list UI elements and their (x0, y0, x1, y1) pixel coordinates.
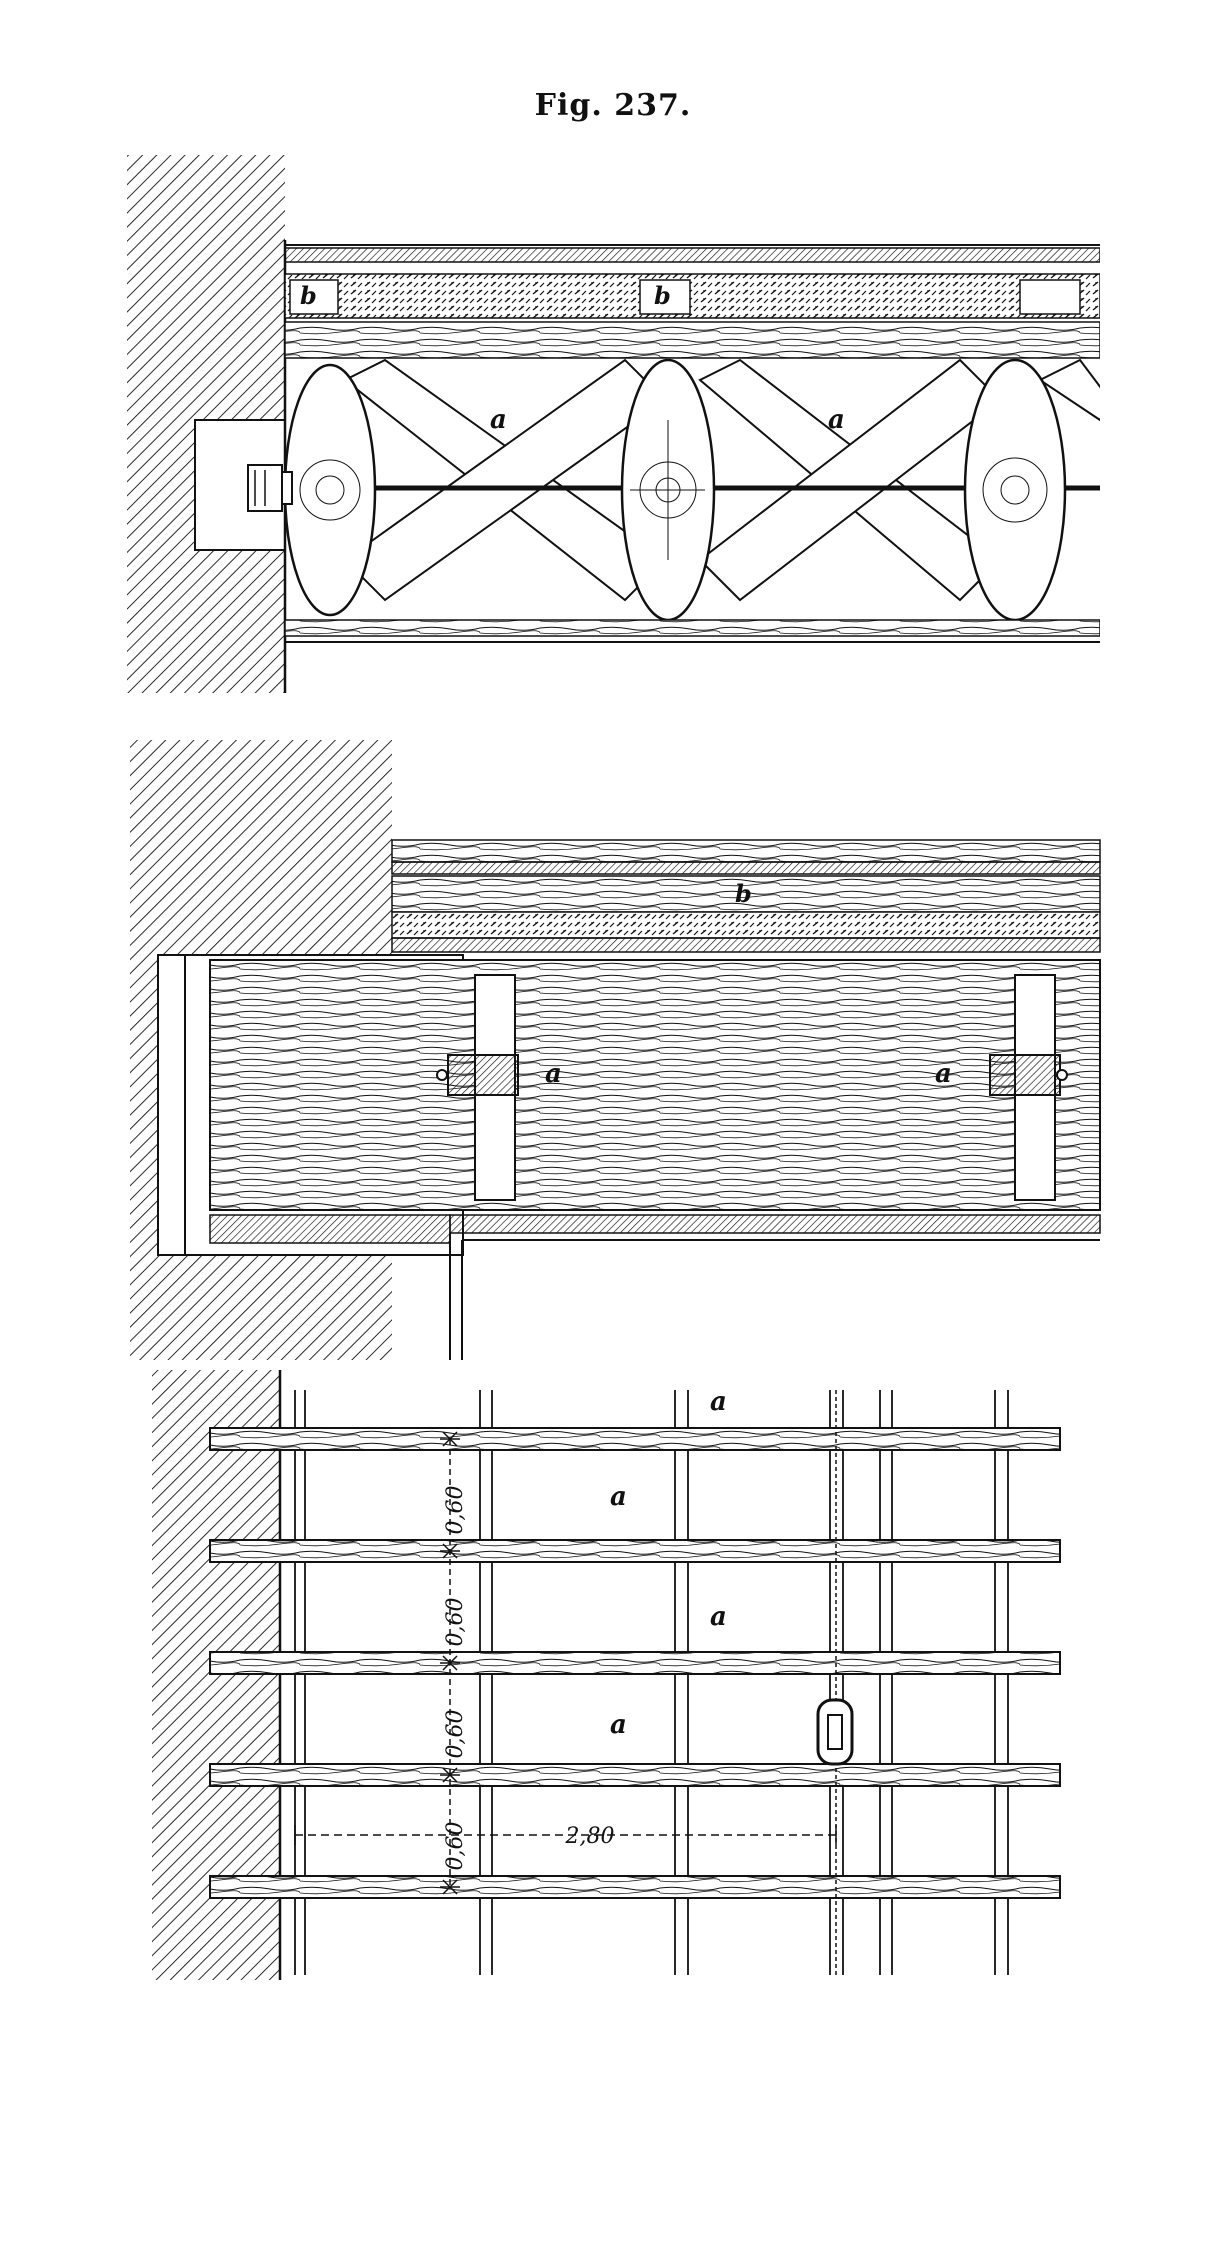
bottom-beam-5 (209, 1875, 1061, 1899)
middle-label-a-1: a (545, 1059, 562, 1089)
bottom-dimension-horizontal (294, 1825, 837, 1845)
middle-clamp-2 (989, 974, 1068, 1201)
bottom-turnbuckle (816, 1698, 854, 1766)
dimension-label-span: 2,80 (565, 1824, 615, 1849)
dimension-label-2: 0,60 (443, 1598, 468, 1647)
top-joist-b-3 (1019, 279, 1081, 315)
middle-section-view: a a b (130, 740, 1101, 1360)
top-beam-section-3 (963, 358, 1067, 622)
middle-label-b-1: b (735, 879, 752, 908)
top-bolt-nut (247, 464, 293, 512)
figure-title: Fig. 237. (534, 88, 692, 123)
top-joist-b-2 (639, 279, 691, 315)
middle-fill-layer (391, 911, 1101, 939)
middle-label-a-2: a (935, 1059, 952, 1089)
dimension-label-4: 0,60 (443, 1822, 468, 1871)
middle-ceiling-hatch (209, 1214, 451, 1244)
top-label-a-1: a (490, 405, 507, 435)
bottom-label-a-3: a (710, 1602, 727, 1632)
top-cross-brace-1 (343, 358, 667, 602)
bottom-label-a-1: a (710, 1387, 727, 1417)
bottom-dimension-vertical (440, 1431, 460, 1895)
top-floor-board (285, 247, 1100, 263)
middle-floor-board (391, 839, 1101, 863)
top-cross-brace-2 (698, 358, 1002, 602)
bottom-beam-3 (209, 1651, 1061, 1675)
top-section-view: a a b b (127, 155, 1100, 693)
bottom-label-a-2: a (610, 1482, 627, 1512)
dimension-label-1: 0,60 (443, 1486, 468, 1535)
dimension-label-3: 0,60 (443, 1710, 468, 1759)
top-joist-b-1 (289, 279, 339, 315)
bottom-beam-2 (209, 1539, 1061, 1563)
middle-floor-strip (391, 861, 1101, 875)
bottom-beam-1 (209, 1427, 1061, 1451)
top-fill-layer (285, 273, 1100, 319)
bottom-plan-view: 0,60 0,60 0,60 0,60 2,80 a a a a (152, 1370, 1061, 1980)
top-cross-brace-3 (1038, 358, 1100, 422)
top-ceiling-board-lower (285, 619, 1100, 637)
top-ceiling-board-upper (285, 321, 1100, 359)
top-label-b-1: b (300, 281, 317, 310)
bottom-label-a-4: a (610, 1710, 627, 1740)
bottom-beam-4 (209, 1763, 1061, 1787)
top-label-a-2: a (828, 405, 845, 435)
top-beam-section-1 (285, 363, 377, 617)
middle-lower-strip (391, 937, 1101, 953)
middle-clamp-1 (436, 974, 519, 1201)
middle-ceiling-board (449, 1214, 1101, 1234)
top-label-b-2: b (654, 281, 671, 310)
bottom-beams (209, 1427, 1061, 1899)
middle-main-beam (209, 959, 1101, 1211)
